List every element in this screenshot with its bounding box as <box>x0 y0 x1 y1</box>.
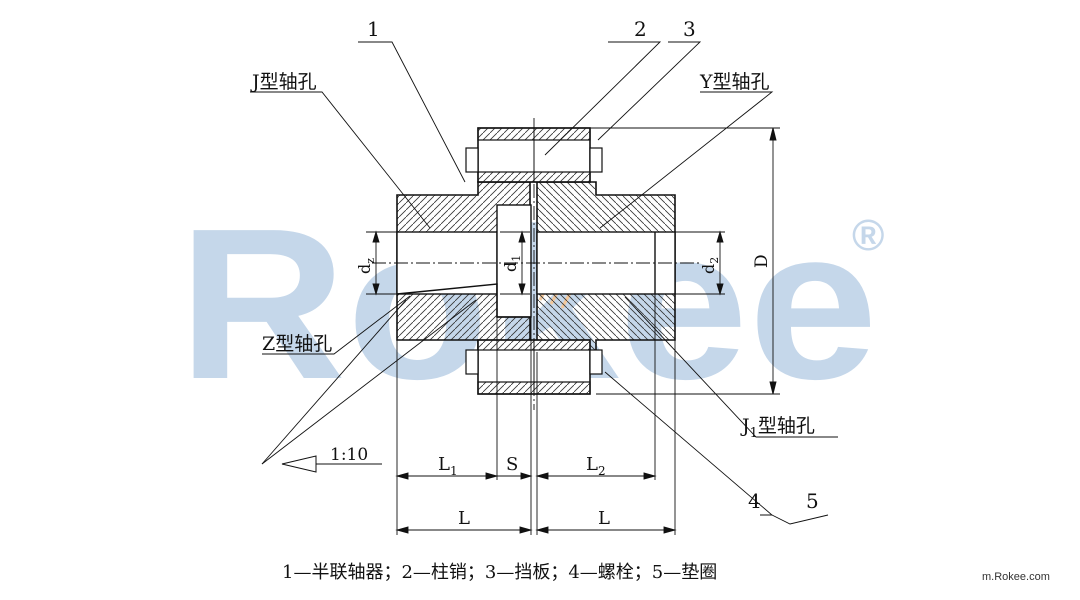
dim-label-S: S <box>506 454 518 475</box>
taper-arrow-icon <box>281 455 382 473</box>
center-recess <box>496 204 532 318</box>
extension-lines <box>366 127 780 535</box>
bore-label-j: J型轴孔 <box>250 71 317 93</box>
parts-caption: 1—半联轴器；2—柱销；3—挡板；4—螺栓；5—垫圈 <box>282 562 717 583</box>
part-label-1: 1 <box>367 17 380 41</box>
bore-label-z: Z型轴孔 <box>262 333 332 355</box>
dim-label-d2: d2 <box>699 257 721 274</box>
dim-label-D: D <box>752 254 772 268</box>
center-lines <box>372 118 700 410</box>
dim-label-L-right: L <box>598 508 610 529</box>
taper-label: 1:10 <box>330 445 368 465</box>
dimension-lines <box>372 127 777 534</box>
dimension-labels: dz d1 d2 D L1 S L2 L L 1:10 <box>330 254 772 529</box>
dim-label-L1: L1 <box>438 454 458 478</box>
bore-label-j1: J1型轴孔 <box>740 415 815 441</box>
registered-mark: ® <box>852 211 884 260</box>
dim-label-L2: L2 <box>586 454 606 478</box>
site-url: m.Rokee.com <box>982 571 1050 583</box>
part-label-5: 5 <box>806 489 819 513</box>
dim-label-L-left: L <box>458 508 470 529</box>
dim-label-d1: d1 <box>501 255 523 272</box>
leader-lines <box>250 41 838 525</box>
part-labels: 1 2 3 4 5 <box>367 17 819 513</box>
dim-label-dz: dz <box>355 258 377 274</box>
part-label-4: 4 <box>748 489 761 513</box>
bore-label-y: Y型轴孔 <box>699 71 770 93</box>
part-label-3: 3 <box>683 17 696 41</box>
bore-labels: J型轴孔 Y型轴孔 Z型轴孔 J1型轴孔 <box>250 71 815 441</box>
part-label-2: 2 <box>634 17 647 41</box>
